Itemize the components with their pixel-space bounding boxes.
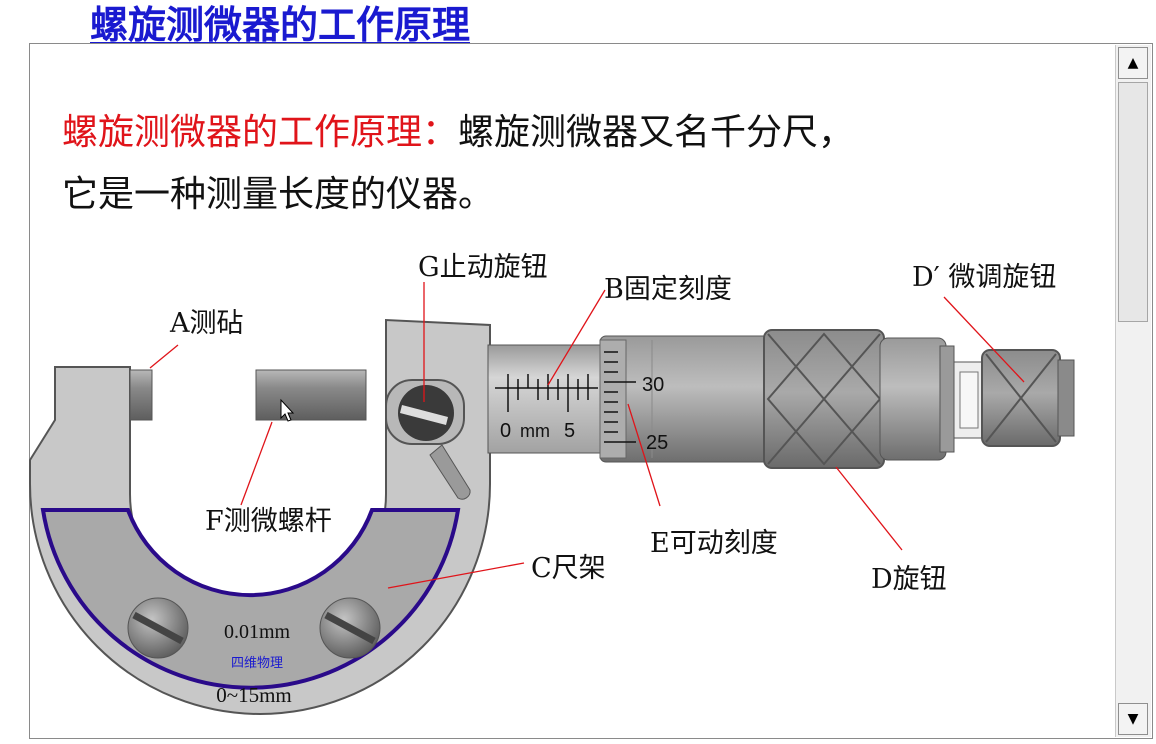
frame-brand: 四维物理 xyxy=(231,656,283,671)
ratchet-knob xyxy=(763,329,955,469)
intro-highlight: 螺旋测微器的工作原理： xyxy=(62,112,459,153)
label-lock-knob: G止动旋钮 xyxy=(418,252,548,283)
frame-screw xyxy=(127,597,189,659)
anvil xyxy=(129,369,153,421)
fine-adjust-knob xyxy=(953,349,1075,447)
fixed-five-label: 5 xyxy=(564,420,575,442)
fixed-zero-label: 0 xyxy=(500,420,511,442)
fixed-unit-label: mm xyxy=(520,421,550,441)
label-fine-knob: D′ 微调旋钮 xyxy=(912,262,1056,293)
vertical-scrollbar[interactable]: ▲ ▼ xyxy=(1115,45,1151,737)
label-fixed-scale: B固定刻度 xyxy=(604,274,732,305)
label-ratchet: D旋钮 xyxy=(871,564,947,595)
scroll-thumb[interactable] xyxy=(1118,82,1148,322)
intro-line-2: 它是一种测量长度的仪器。 xyxy=(62,174,495,215)
intro-line-1: 螺旋测微器又名千分尺， xyxy=(458,112,855,153)
triangle-up-icon: ▲ xyxy=(1127,55,1139,71)
intro-text: 螺旋测微器的工作原理：螺旋测微器又名千分尺， 它是一种测量长度的仪器。 xyxy=(62,102,1102,226)
label-anvil: A测砧 xyxy=(169,308,244,339)
mouse-pointer-icon xyxy=(280,398,295,422)
thimble xyxy=(599,335,771,463)
frame-precision: 0.01mm xyxy=(224,621,291,643)
page-title: 螺旋测微器的工作原理 xyxy=(90,3,471,47)
spindle xyxy=(255,369,367,421)
leader-lines xyxy=(149,282,1025,589)
triangle-down-icon: ▼ xyxy=(1127,711,1139,727)
scroll-down-button[interactable]: ▼ xyxy=(1118,703,1148,735)
fixed-scale-ticks xyxy=(495,374,598,412)
label-spindle: F测微螺杆 xyxy=(205,506,332,537)
sleeve xyxy=(487,344,601,454)
label-frame: C尺架 xyxy=(531,553,606,584)
lock-knob xyxy=(385,379,471,500)
thimble-label-lower: 25 xyxy=(646,432,668,454)
label-thimble-scale: E可动刻度 xyxy=(650,528,778,559)
scroll-up-button[interactable]: ▲ xyxy=(1118,47,1148,79)
frame-range: 0~15mm xyxy=(216,683,292,707)
thimble-label-upper: 30 xyxy=(642,374,664,396)
frame-screw xyxy=(319,597,381,659)
